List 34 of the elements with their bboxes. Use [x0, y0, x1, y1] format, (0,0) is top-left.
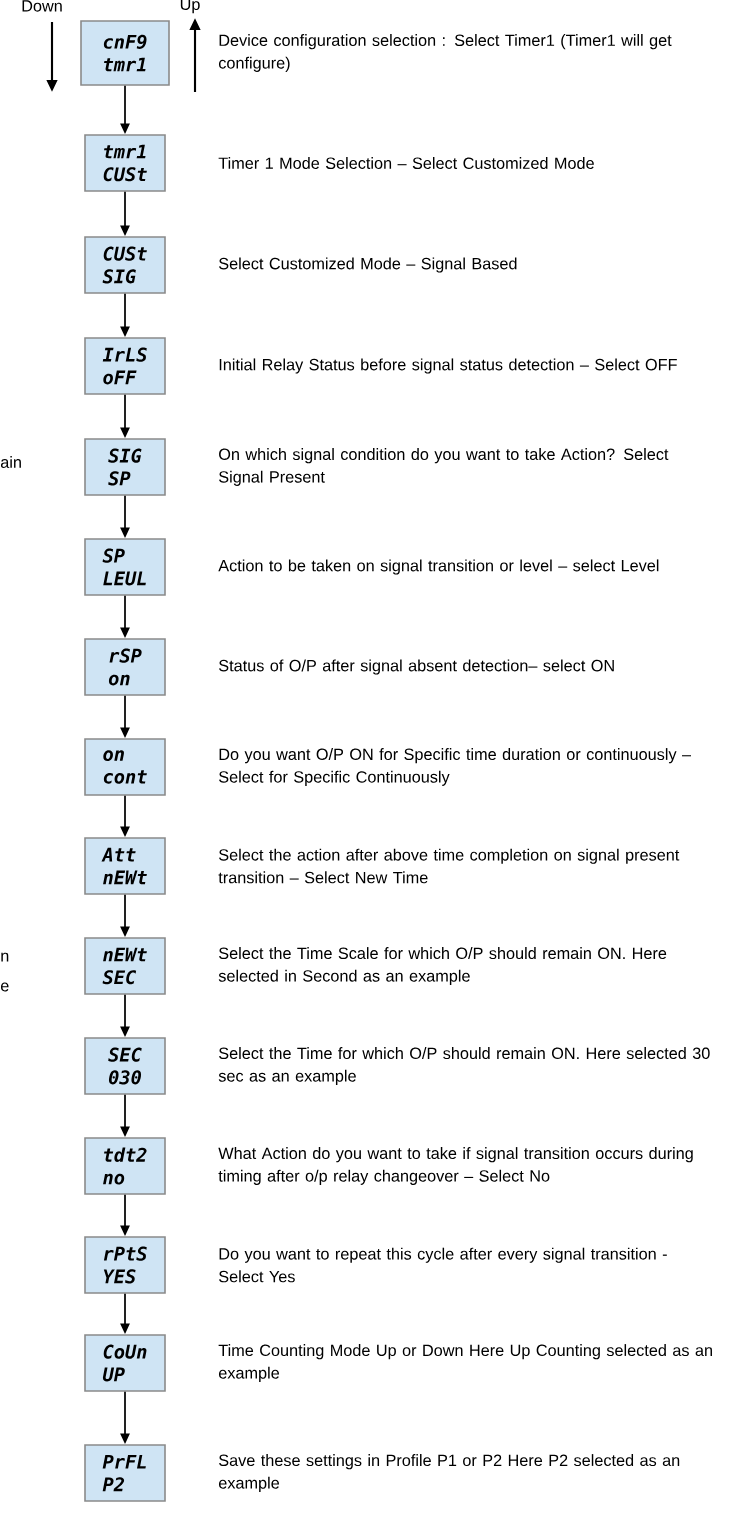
description-text: On which signal condition do you want to take Action? Select Signal Present	[219, 448, 669, 486]
lcd-display: CUSt SIG	[84, 236, 166, 294]
lcd-display: on cont	[84, 738, 166, 796]
lcd-display: tdt2 no	[84, 1137, 166, 1195]
description-text: Save these settings in Profile P1 or P2 Here P2 selected as an example	[218, 1454, 680, 1492]
lcd-display: SP LEUL	[84, 538, 166, 596]
lcd-display: CoUn UP	[84, 1334, 166, 1392]
lcd-display: tmr1 CUSt	[84, 134, 166, 192]
side-label: n	[1, 952, 9, 962]
description-text: Do you want to repeat this cycle after every signal transition - Select Yes	[219, 1247, 667, 1283]
description-text: Time Counting Mode Up or Down Here Up Counting selected as an example	[218, 1344, 712, 1382]
side-label: ain	[0, 456, 21, 468]
lcd-display: nEWt SEC	[84, 937, 166, 995]
side-label: e	[0, 982, 9, 992]
description-text: Device configuration selection : Select Timer1 (Timer1 will get configure)	[218, 34, 672, 72]
lcd-display: rPtS YES	[84, 1236, 166, 1294]
description-text: Timer 1 Mode Selection – Select Customized Mode	[218, 157, 594, 169]
lcd-display: rSP on	[84, 638, 166, 696]
description-text: Select the Time Scale for which O/P should remain ON. Here selected in Second as an example	[218, 947, 667, 985]
lcd-display: Att nEWt	[84, 837, 166, 895]
description-text: Select Customized Mode – Signal Based	[219, 257, 517, 273]
description-text: Action to be taken on signal transition or level – select Level	[218, 559, 659, 575]
lcd-display: cnF9 tmr1	[80, 20, 170, 86]
side-label: Down	[22, 0, 62, 12]
description-text: Initial Relay Status before signal status detection – Select OFF	[219, 358, 677, 374]
description-text: Select the Time for which O/P should remain ON. Here selected 30 sec as an example	[218, 1047, 710, 1085]
lcd-display: IrLS oFF	[84, 337, 166, 395]
description-text: What Action do you want to take if signal transition occurs during timing after o/p relay changeover – Select No	[218, 1147, 693, 1185]
description-text: Status of O/P after signal absent detection– select ON	[219, 659, 614, 675]
lcd-display: SIG SP	[84, 438, 166, 496]
lcd-display: SEC 030	[84, 1037, 166, 1095]
description-text: Select the action after above time completion on signal present transition – Select New Time	[218, 848, 680, 884]
lcd-display: PrFL P2	[84, 1444, 166, 1502]
description-text: Do you want O/P ON for Specific time duration or continuously – Select for Specific Continuously	[219, 748, 692, 786]
